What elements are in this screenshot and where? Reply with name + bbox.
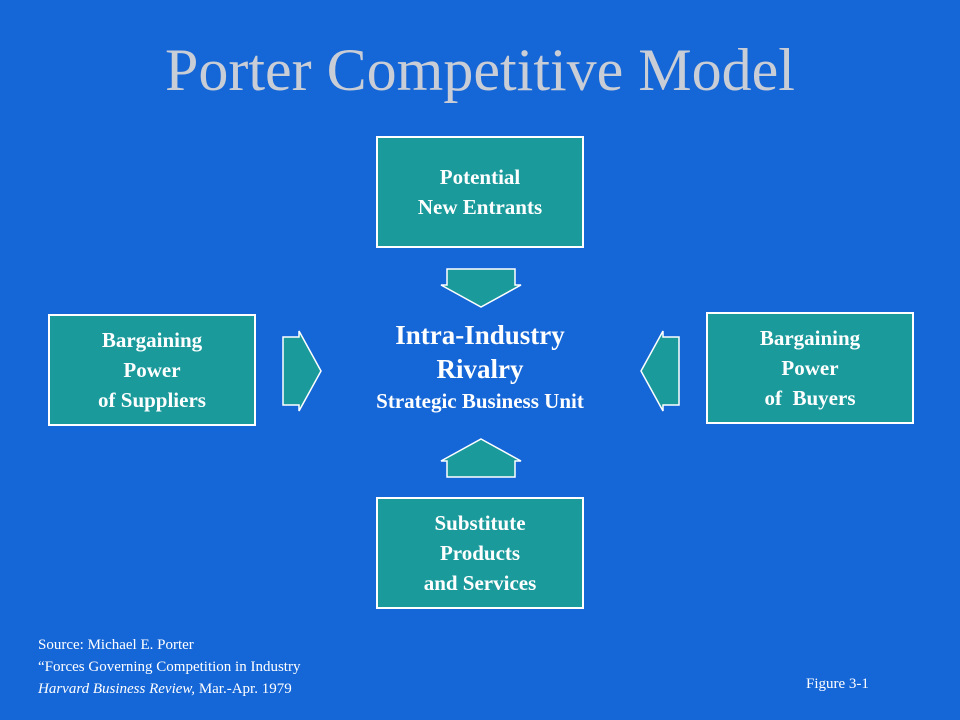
center-line-1: Intra-Industry bbox=[395, 320, 565, 350]
box-line: Power bbox=[123, 358, 181, 382]
figure-label: Figure 3-1 bbox=[806, 676, 869, 692]
journal-date: Mar.-Apr. 1979 bbox=[195, 681, 292, 697]
box-line: New Entrants bbox=[417, 195, 543, 219]
journal-name: Harvard Business Review, bbox=[38, 681, 196, 697]
source-citation: Source: Michael E. Porter “Forces Govern… bbox=[38, 634, 300, 700]
box-line: of Suppliers bbox=[98, 388, 206, 412]
center-line-2: Rivalry bbox=[436, 354, 524, 384]
center-line-3: Strategic Business Unit bbox=[376, 389, 584, 413]
source-journal: Harvard Business Review, Mar.-Apr. 1979 bbox=[38, 678, 300, 700]
source-article: “Forces Governing Competition in Industr… bbox=[38, 659, 301, 675]
box-line: Power bbox=[781, 356, 839, 380]
potential-new-entrants-box: Potential New Entrants bbox=[376, 136, 584, 248]
box-line: Potential bbox=[439, 165, 521, 189]
arrow-down-icon bbox=[440, 268, 522, 308]
slide-title: Porter Competitive Model bbox=[165, 37, 795, 103]
box-line: of Buyers bbox=[764, 386, 856, 410]
arrow-up-icon bbox=[440, 438, 522, 478]
box-line: Products bbox=[439, 541, 521, 565]
source-author: Source: Michael E. Porter bbox=[38, 637, 194, 653]
substitute-products-box: Substitute Products and Services bbox=[376, 497, 584, 609]
box-line: Bargaining bbox=[101, 328, 203, 352]
box-line: Bargaining bbox=[759, 326, 861, 350]
arrow-right-icon bbox=[282, 330, 322, 412]
industry-rivalry-center: Intra-Industry Rivalry Strategic Busines… bbox=[330, 318, 630, 416]
box-line: and Services bbox=[423, 571, 537, 595]
box-line: Substitute bbox=[434, 511, 526, 535]
suppliers-power-box: Bargaining Power of Suppliers bbox=[48, 314, 256, 426]
buyers-power-box: Bargaining Power of Buyers bbox=[706, 312, 914, 424]
arrow-left-icon bbox=[640, 330, 680, 412]
